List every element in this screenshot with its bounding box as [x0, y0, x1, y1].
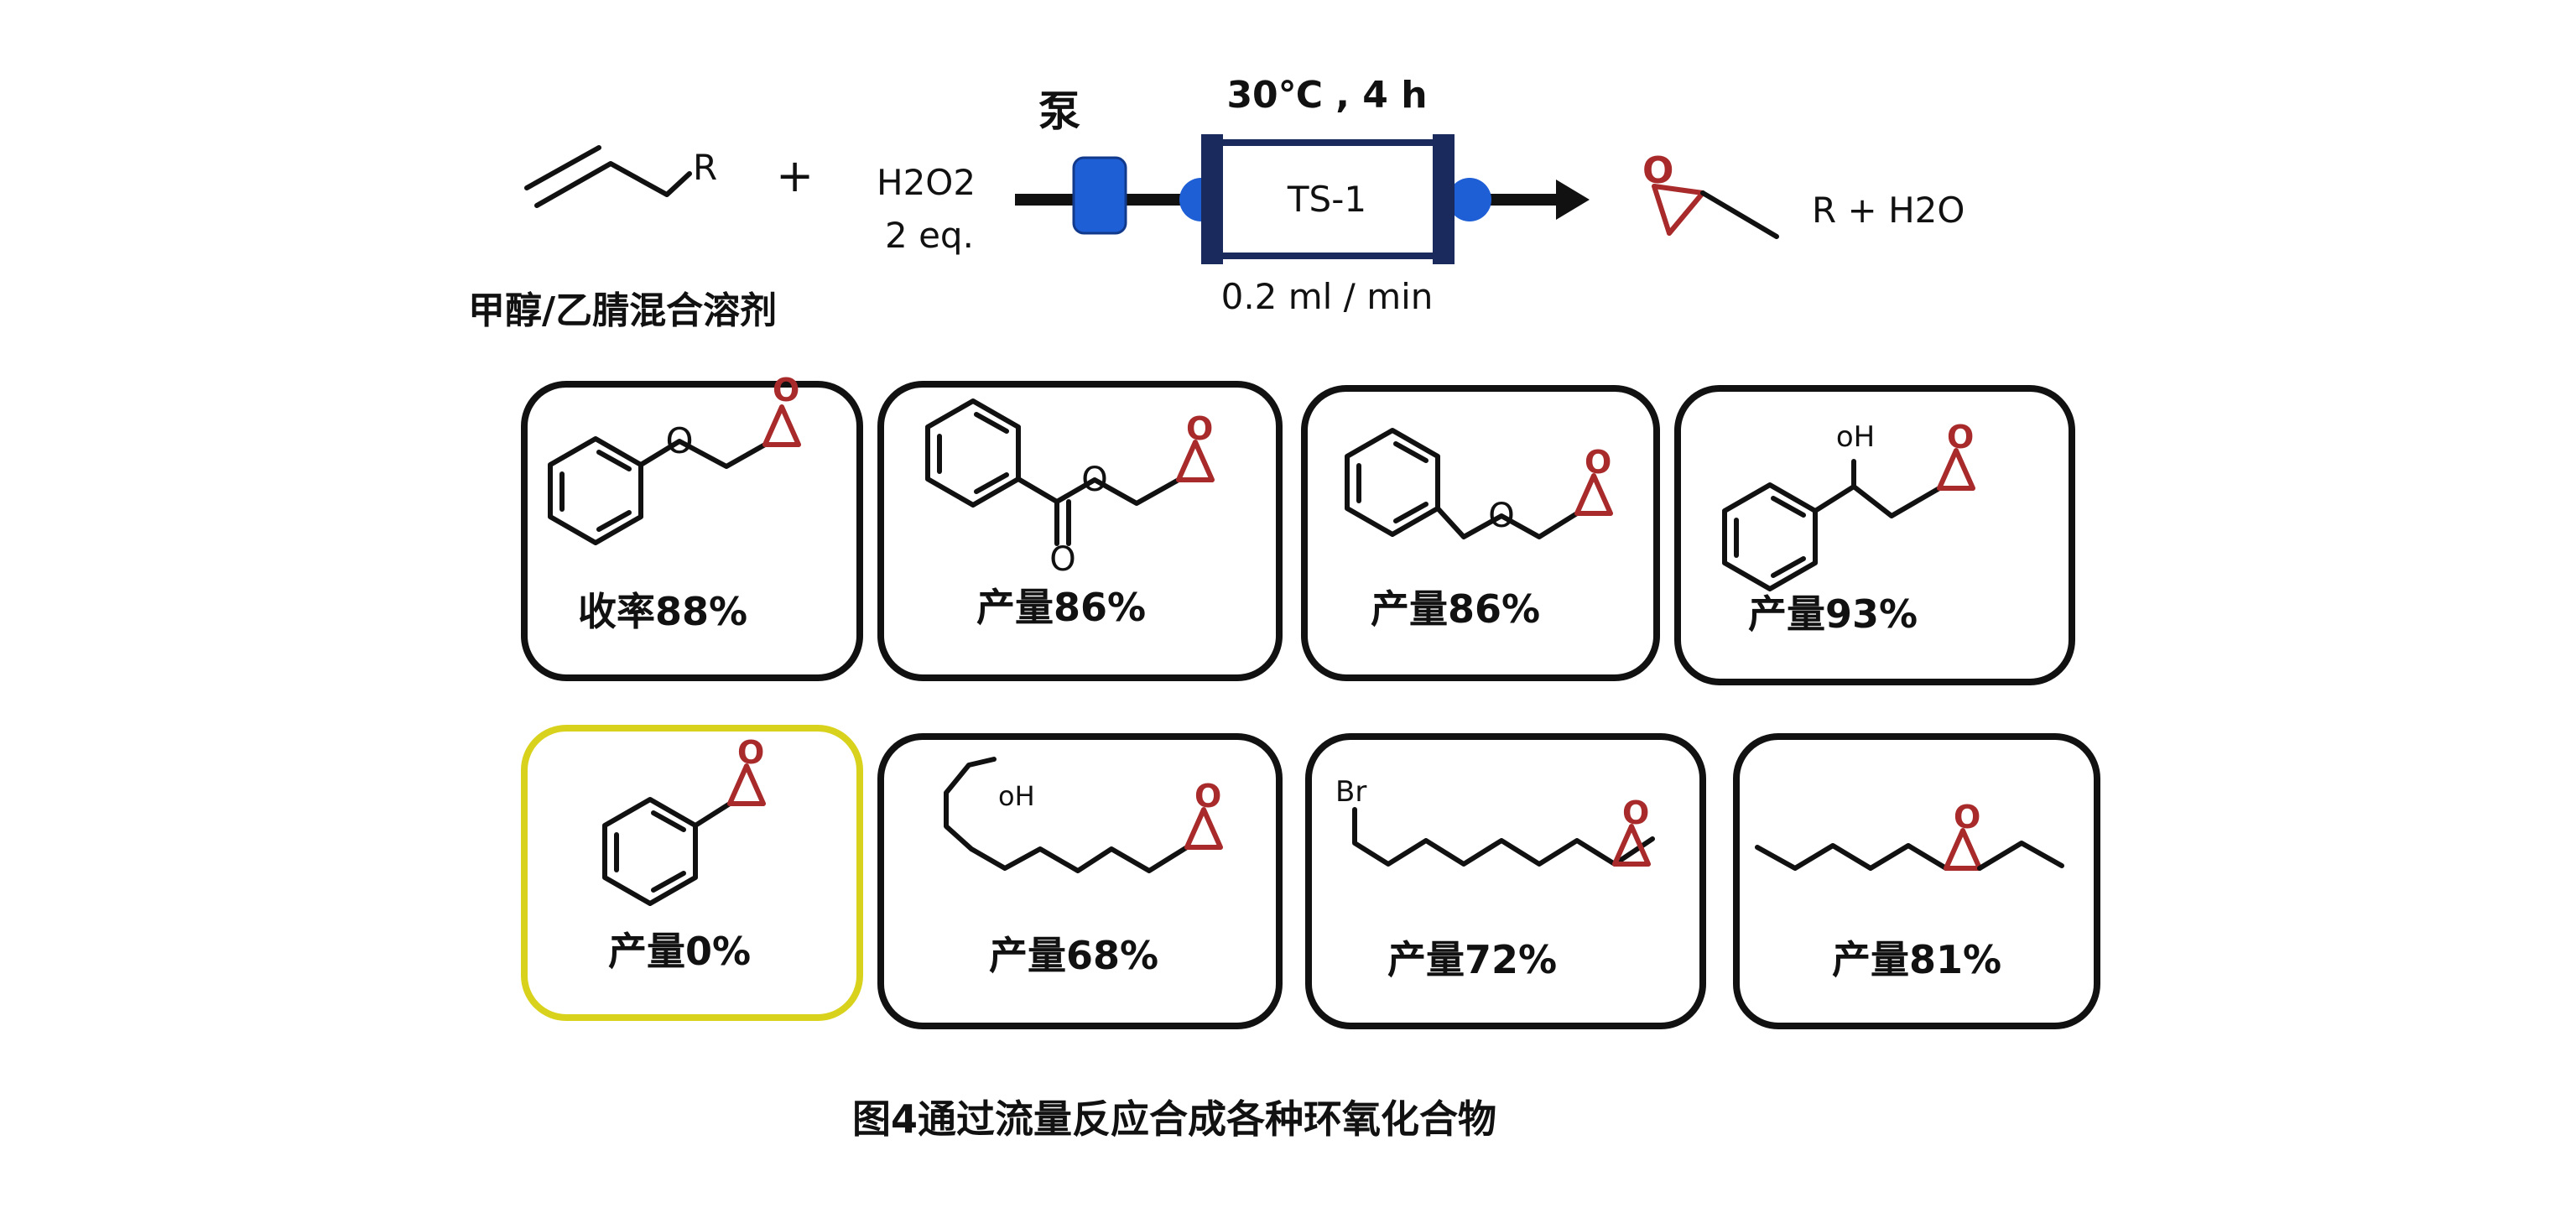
product-card-8: O 产量81% [1733, 733, 2100, 1029]
yield-label: 产量72% [1387, 937, 1557, 982]
solvent-label: 甲醇/乙腈混合溶剂 [468, 289, 777, 332]
product-card-4: oH O 产量93% [1674, 385, 2075, 685]
flow-arrow-head [1556, 180, 1590, 220]
yield-label: 收率88% [578, 589, 747, 634]
conditions-label: 30℃ , 4 h [1226, 74, 1427, 117]
card-frame [1305, 733, 1706, 1029]
hydroxyl-label: oH [1836, 420, 1875, 454]
reagent-h2o2: H2O2 [877, 162, 976, 203]
yield-label: 产量86% [1371, 586, 1540, 632]
epoxide-o: O [1622, 794, 1649, 831]
card-frame [1674, 385, 2075, 685]
ether-o: O [665, 420, 693, 461]
epoxide-o: O [1186, 410, 1213, 447]
epoxide-o: O [1194, 778, 1221, 815]
ether-o: O [1488, 497, 1514, 535]
flow-rate-label: 0.2 ml / min [1221, 276, 1434, 317]
epoxide-o: O [773, 372, 799, 409]
figure-caption: 图4通过流量反应合成各种环氧化合物 [852, 1096, 1496, 1142]
epoxide-o: O [1947, 419, 1974, 456]
card-frame [1733, 733, 2100, 1029]
yield-label: 产量68% [989, 933, 1158, 978]
yield-label: 产量93% [1748, 591, 1918, 637]
yield-label: 产量81% [1832, 937, 2001, 982]
epoxide-o: O [1585, 444, 1611, 481]
ester-o: O [1081, 461, 1107, 499]
hydroxyl-label: oH [998, 780, 1035, 812]
pump-icon [1072, 156, 1127, 235]
pump-label: 泵 [1038, 87, 1080, 136]
yield-label: 产量86% [976, 585, 1146, 630]
plus-sign: + [776, 149, 814, 202]
reactor-column: TS-1 [1179, 134, 1491, 264]
reagent-equiv: 2 eq. [885, 215, 974, 256]
product-suffix: R + H2O [1812, 190, 1965, 231]
catalyst-label: TS-1 [1287, 179, 1366, 220]
product-card-2: O O O 产量86% [877, 381, 1283, 681]
card-frame [877, 381, 1283, 681]
product-epoxide: O R + H2O [1642, 149, 1965, 239]
carbonyl-o: O [1049, 540, 1075, 579]
product-card-5: O 产量0% [521, 725, 863, 1021]
alkene-reactant: R [524, 145, 717, 208]
reactor-cap-left [1201, 134, 1223, 264]
yield-label: 产量0% [608, 929, 751, 974]
reactor-cap-right [1433, 134, 1455, 264]
epoxide-o: O [737, 734, 764, 771]
product-card-3: O O 产量86% [1301, 385, 1660, 681]
reaction-scheme: R + H2O2 2 eq. 甲醇/乙腈混合溶剂 泵 TS-1 30℃ , 4 … [468, 74, 1965, 332]
reactant-r-label: R [693, 147, 717, 188]
card-frame-highlighted [521, 725, 863, 1021]
bromine-label: Br [1335, 775, 1366, 809]
card-frame [877, 733, 1283, 1029]
product-card-6: oH O 产量68% [877, 733, 1283, 1029]
reactor-outlet-icon [1448, 178, 1491, 221]
card-frame [1301, 385, 1660, 681]
product-card-1: O O 收率88% [521, 372, 863, 681]
product-card-7: Br O 产量72% [1305, 733, 1706, 1029]
reactor-body [1215, 139, 1439, 259]
epoxide-o: O [1954, 799, 1980, 836]
